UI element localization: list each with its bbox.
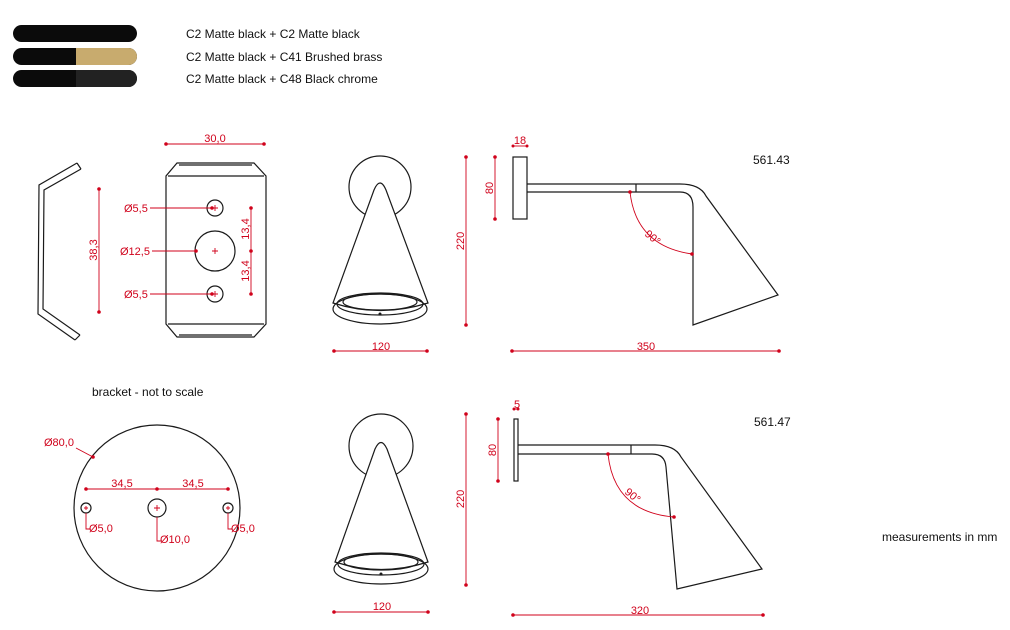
plate-width-label: 30,0 bbox=[204, 133, 225, 145]
round-diameter-label: Ø80,0 bbox=[44, 437, 74, 449]
plate-hole-bottom-label: Ø5,5 bbox=[124, 289, 148, 301]
model-1-plate-thickness-label: 18 bbox=[514, 135, 526, 147]
model-1-plate-thickness-dimension: 18 bbox=[511, 135, 529, 148]
plate-spacing-dimensions: 13,4 13,4 bbox=[240, 206, 253, 296]
model-2-side-view bbox=[513, 418, 764, 590]
model-1-code: 561.43 bbox=[753, 153, 790, 167]
model-1-height-dimension: 220 bbox=[455, 155, 468, 327]
bracket-height-label: 38,3 bbox=[88, 239, 100, 260]
model-2-front-width-label: 120 bbox=[373, 601, 391, 613]
model-2-height-dimension: 220 bbox=[455, 412, 468, 587]
model-2-code: 561.47 bbox=[754, 415, 791, 429]
model-2-front-view bbox=[333, 413, 429, 585]
model-1-front-width-label: 120 bbox=[372, 341, 390, 353]
plate-hole-top-label: Ø5,5 bbox=[124, 203, 148, 215]
model-2-arm-height-label: 80 bbox=[487, 444, 499, 456]
model-2-plate-thickness-dimension: 5 bbox=[512, 399, 520, 411]
model-2-height-label: 220 bbox=[455, 490, 467, 508]
model-2-plate-thickness-label: 5 bbox=[514, 399, 520, 411]
bracket-note: bracket - not to scale bbox=[92, 385, 204, 399]
model-2-depth-dimension: 320 bbox=[511, 605, 765, 617]
swatch-row-3: C2 Matte black + C48 Black chrome bbox=[13, 70, 378, 87]
model-1-height-label: 220 bbox=[455, 232, 467, 250]
swatch-2-label: C2 Matte black + C41 Brushed brass bbox=[186, 50, 382, 64]
bracket-plate bbox=[165, 162, 267, 338]
model-1-side-view bbox=[512, 156, 779, 326]
swatch-1-label: C2 Matte black + C2 Matte black bbox=[186, 27, 361, 41]
round-spacing-right-label: 34,5 bbox=[182, 478, 203, 490]
swatch-2-brass-part bbox=[76, 48, 137, 65]
model-1-angle-dimension: 90° bbox=[628, 190, 694, 256]
model-1-depth-dimension: 350 bbox=[510, 341, 781, 353]
round-hole-right-label: Ø5,0 bbox=[231, 523, 255, 535]
plate-spacing-upper-label: 13,4 bbox=[240, 218, 252, 239]
plate-width-dimension: 30,0 bbox=[164, 133, 266, 146]
model-1-arm-height-label: 80 bbox=[484, 182, 496, 194]
swatch-3-chrome-part bbox=[76, 70, 137, 87]
model-1-front-width-dimension: 120 bbox=[332, 341, 429, 353]
swatch-row-1: C2 Matte black + C2 Matte black bbox=[13, 25, 361, 42]
round-bracket-dimensions: Ø80,0 34,5 34,5 Ø5,0 Ø10,0 Ø5,0 bbox=[44, 437, 255, 546]
plate-hole-center-label: Ø12,5 bbox=[120, 246, 150, 258]
round-spacing-left-label: 34,5 bbox=[111, 478, 132, 490]
swatch-1 bbox=[13, 25, 137, 42]
model-2-angle-label: 90° bbox=[622, 486, 642, 506]
swatch-row-2: C2 Matte black + C41 Brushed brass bbox=[13, 48, 382, 65]
model-1-front-view bbox=[332, 155, 429, 325]
swatch-3-label: C2 Matte black + C48 Black chrome bbox=[186, 72, 378, 86]
round-bracket bbox=[73, 424, 241, 592]
model-2-depth-label: 320 bbox=[631, 605, 649, 617]
bracket-height-dimension: 38,3 bbox=[88, 187, 101, 314]
model-2-arm-height-dimension: 80 bbox=[487, 417, 500, 483]
bracket-side-profile bbox=[37, 162, 82, 341]
units-note: measurements in mm bbox=[882, 530, 997, 544]
model-1-depth-label: 350 bbox=[637, 341, 655, 353]
model-2-front-width-dimension: 120 bbox=[332, 601, 430, 614]
round-hole-left-label: Ø5,0 bbox=[89, 523, 113, 535]
plate-spacing-lower-label: 13,4 bbox=[240, 260, 252, 281]
plate-hole-callouts: Ø5,5 Ø12,5 Ø5,5 bbox=[120, 203, 214, 301]
round-hole-center-label: Ø10,0 bbox=[160, 534, 190, 546]
model-1-arm-height-dimension: 80 bbox=[484, 155, 497, 221]
